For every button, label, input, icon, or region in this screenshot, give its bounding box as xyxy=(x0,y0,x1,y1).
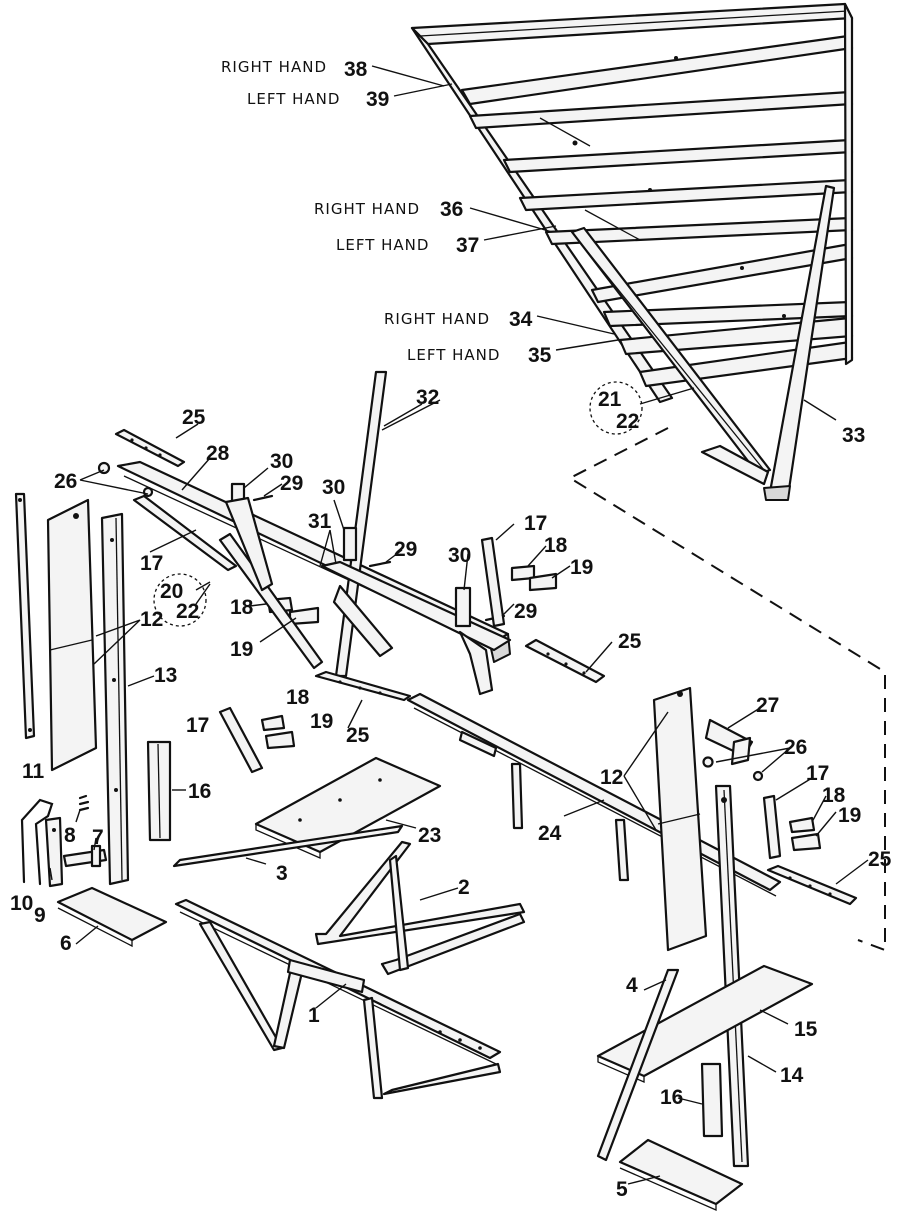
callout-29-center: 29 xyxy=(394,538,417,561)
callout-1: 1 xyxy=(308,1004,320,1027)
callout-9: 9 xyxy=(34,904,46,927)
callout-28: 28 xyxy=(206,442,230,465)
floor-frame-group xyxy=(172,706,526,1100)
callout-23: 23 xyxy=(418,824,441,847)
callout-numbers: 38 39 36 37 34 35 21 22 33 32 25 28 26 3… xyxy=(10,58,892,1201)
callout-34: 34 xyxy=(509,308,533,331)
callout-20: 20 xyxy=(160,580,183,603)
assembly-guide-dashed-line xyxy=(567,427,886,952)
callout-22-left: 22 xyxy=(176,600,199,623)
left-hand-label-39: LEFT HAND xyxy=(247,90,340,108)
callout-6: 6 xyxy=(60,932,72,955)
front-rail-group xyxy=(97,370,606,702)
callout-8: 8 xyxy=(64,824,76,847)
callout-30-center: 30 xyxy=(322,476,345,499)
hand-labels: RIGHT HAND LEFT HAND RIGHT HAND LEFT HAN… xyxy=(221,58,500,364)
callout-19-middle: 19 xyxy=(310,710,333,733)
left-stake-group xyxy=(14,492,172,948)
callout-36: 36 xyxy=(440,198,463,221)
callout-17-center: 17 xyxy=(524,512,547,535)
left-hand-label-35: LEFT HAND xyxy=(407,346,500,364)
callout-25-top: 25 xyxy=(182,406,206,429)
callout-18-middle: 18 xyxy=(286,686,310,709)
callout-5: 5 xyxy=(616,1178,628,1201)
callout-16-right: 16 xyxy=(660,1086,683,1109)
leader-lines xyxy=(49,65,869,1185)
right-hand-label-36: RIGHT HAND xyxy=(314,200,420,218)
callout-24: 24 xyxy=(538,822,562,845)
callout-4: 4 xyxy=(626,974,638,997)
right-hand-label-34: RIGHT HAND xyxy=(384,310,490,328)
callout-27: 27 xyxy=(756,694,779,717)
callout-38: 38 xyxy=(344,58,368,81)
callout-12-left: 12 xyxy=(140,608,163,631)
callout-3: 3 xyxy=(276,862,288,885)
callout-2: 2 xyxy=(458,876,470,899)
callout-25-middle: 25 xyxy=(346,724,370,747)
callout-19-right: 19 xyxy=(838,804,861,827)
callout-22-top: 22 xyxy=(616,410,639,433)
callout-26-left: 26 xyxy=(54,470,77,493)
callout-31: 31 xyxy=(308,510,332,533)
callout-16-left: 16 xyxy=(188,780,211,803)
callout-14: 14 xyxy=(780,1064,804,1087)
callout-26-right: 26 xyxy=(784,736,807,759)
callout-39: 39 xyxy=(366,88,389,111)
callout-30-left: 30 xyxy=(270,450,293,473)
callout-19-left: 19 xyxy=(230,638,253,661)
callout-21: 21 xyxy=(598,388,622,411)
callout-circles xyxy=(153,381,643,627)
callout-12-right: 12 xyxy=(600,766,623,789)
callout-17-left: 17 xyxy=(140,552,163,575)
callout-37: 37 xyxy=(456,234,479,257)
callout-7: 7 xyxy=(92,826,104,849)
callout-18-center: 18 xyxy=(544,534,568,557)
callout-10: 10 xyxy=(10,892,33,915)
callout-25-far-right: 25 xyxy=(868,848,892,871)
callout-29-right: 29 xyxy=(514,600,537,623)
callout-32: 32 xyxy=(416,386,439,409)
callout-29-left: 29 xyxy=(280,472,303,495)
callout-25-right: 25 xyxy=(618,630,642,653)
side-panel-assembly xyxy=(410,2,854,501)
rear-rail-group xyxy=(406,686,858,1211)
callout-11: 11 xyxy=(22,760,45,783)
callout-35: 35 xyxy=(528,344,552,367)
callout-13: 13 xyxy=(154,664,177,687)
callout-17-middle: 17 xyxy=(186,714,209,737)
callout-15: 15 xyxy=(794,1018,818,1041)
callout-19-center: 19 xyxy=(570,556,593,579)
callout-17-right: 17 xyxy=(806,762,829,785)
right-hand-label-38: RIGHT HAND xyxy=(221,58,327,76)
left-hand-label-37: LEFT HAND xyxy=(336,236,429,254)
callout-33: 33 xyxy=(842,424,865,447)
callout-18-left: 18 xyxy=(230,596,254,619)
callout-30-right: 30 xyxy=(448,544,471,567)
callout-18-right: 18 xyxy=(822,784,846,807)
